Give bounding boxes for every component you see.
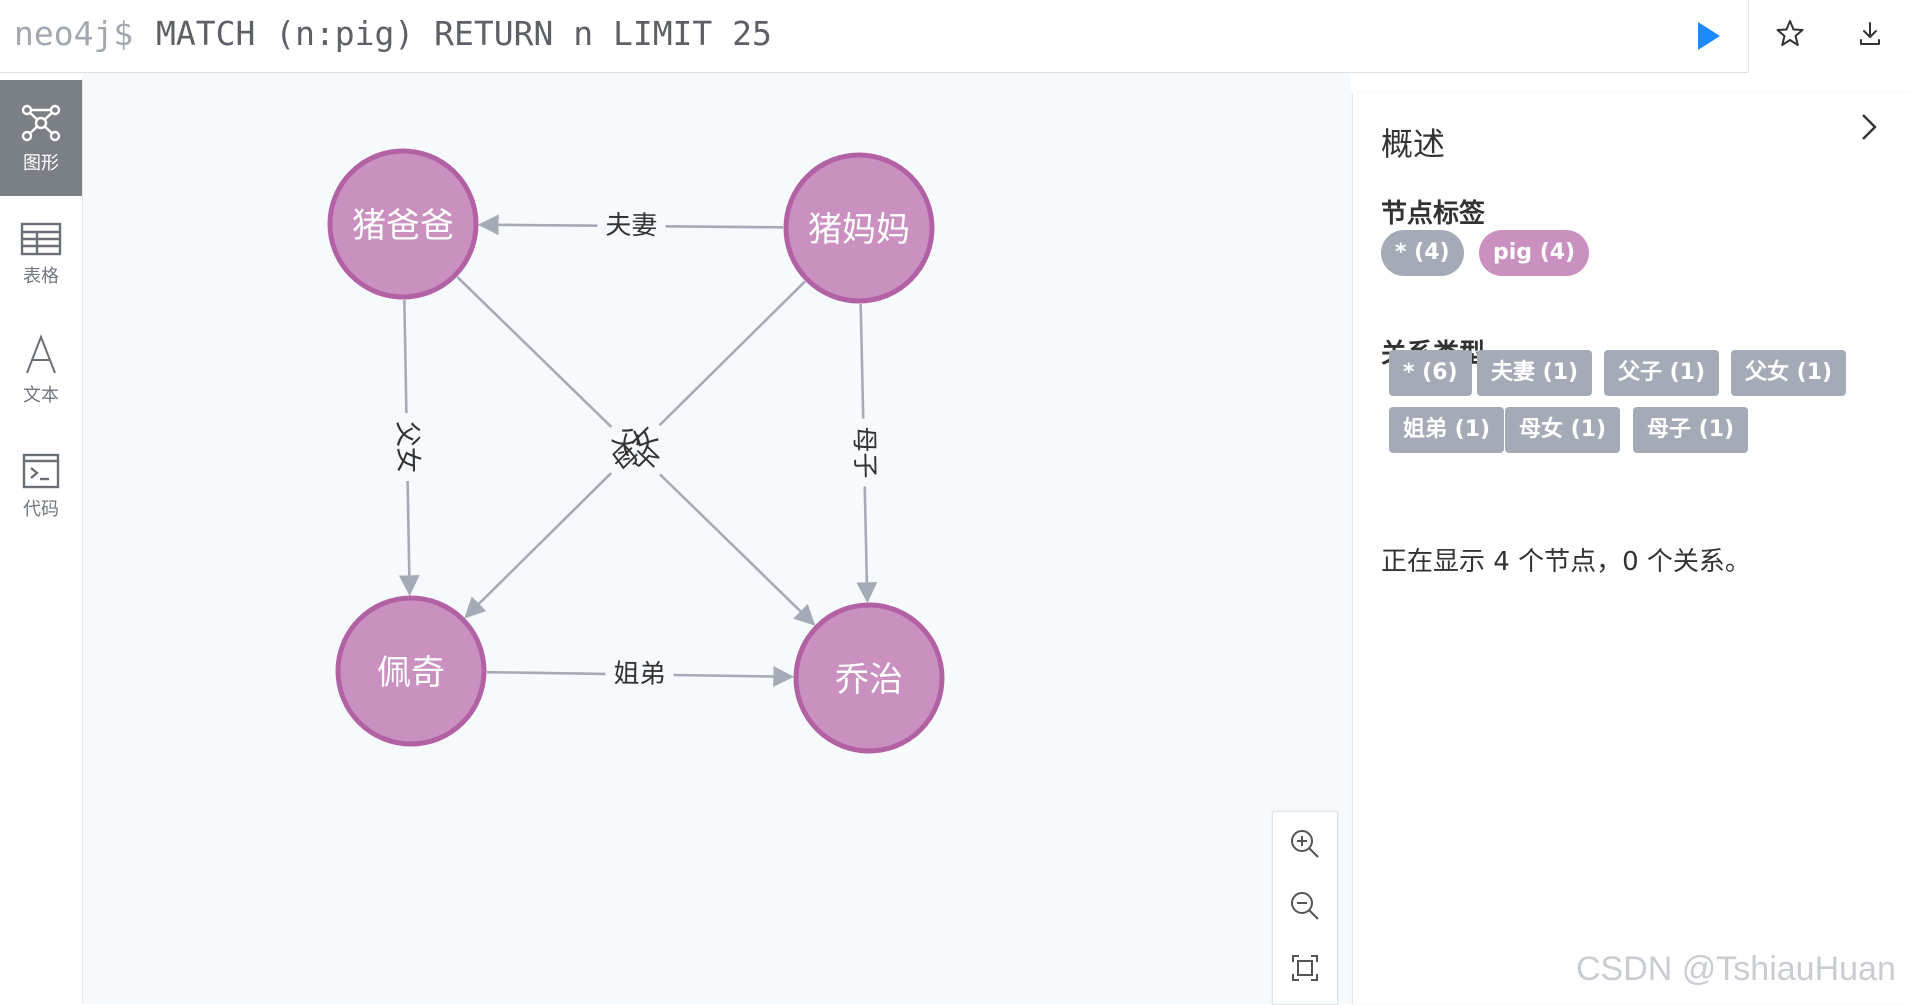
relationship-type-chip[interactable]: 母子 (1) bbox=[1633, 407, 1749, 453]
table-icon bbox=[20, 222, 62, 256]
relationship-type-chip[interactable]: 夫妻 (1) bbox=[1477, 350, 1593, 396]
relationship-label[interactable]: 母子 bbox=[848, 426, 879, 479]
graph-node[interactable] bbox=[793, 602, 945, 754]
text-icon bbox=[26, 334, 56, 374]
star-icon[interactable] bbox=[1772, 16, 1808, 52]
graph-icon bbox=[21, 104, 61, 142]
sidebar-item-label: 文本 bbox=[23, 385, 59, 406]
relationship-edge[interactable] bbox=[673, 666, 795, 687]
graph-canvas[interactable]: 夫妻父女母子姐弟父子母女 猪爸爸猪妈妈佩奇乔治 bbox=[83, 73, 1351, 1004]
download-icon[interactable] bbox=[1852, 16, 1888, 52]
relationship-type-chip[interactable]: 姐弟 (1) bbox=[1389, 407, 1505, 453]
relationship-label[interactable]: 母女 bbox=[606, 420, 664, 478]
toolbar-divider bbox=[1748, 0, 1749, 72]
query-bar: neo4j$ MATCH (n:pig) RETURN n LIMIT 25 bbox=[0, 0, 1748, 73]
relationship-edge[interactable] bbox=[659, 473, 816, 626]
relationship-type-chip[interactable]: * (6) bbox=[1389, 350, 1472, 396]
graph-node-label[interactable]: 乔治 bbox=[835, 660, 903, 700]
graph-node[interactable] bbox=[327, 148, 479, 300]
relationship-label[interactable]: 姐弟 bbox=[613, 659, 665, 690]
sidebar-item-code[interactable]: 代码 bbox=[0, 428, 82, 544]
result-status: 正在显示 4 个节点，0 个关系。 bbox=[1381, 547, 1751, 577]
graph-svg[interactable]: 夫妻父女母子姐弟父子母女 猪爸爸猪妈妈佩奇乔治 bbox=[83, 73, 1351, 1004]
zoom-out-icon[interactable] bbox=[1287, 888, 1323, 924]
relationship-edge[interactable] bbox=[464, 472, 613, 619]
overview-panel: 概述 节点标签 关系类型 正在显示 4 个节点，0 个关系。 * (4)pig … bbox=[1352, 93, 1910, 1004]
zoom-controls bbox=[1272, 811, 1338, 1005]
relationship-edge[interactable] bbox=[859, 303, 865, 419]
query-editor[interactable]: MATCH (n:pig) RETURN n LIMIT 25 bbox=[156, 14, 772, 53]
node-label-chip[interactable]: * (4) bbox=[1381, 230, 1464, 276]
relationship-edge[interactable] bbox=[665, 225, 784, 229]
relationship-edge[interactable] bbox=[398, 480, 420, 597]
fit-to-screen-icon[interactable] bbox=[1287, 950, 1323, 986]
relationship-type-chip[interactable]: 父女 (1) bbox=[1731, 350, 1847, 396]
graph-node[interactable] bbox=[783, 152, 935, 304]
relationship-edge[interactable] bbox=[403, 299, 408, 414]
relationship-edge[interactable] bbox=[658, 280, 806, 427]
sidebar-item-label: 代码 bbox=[23, 499, 59, 520]
view-sidebar: 图形 表格 文本 代码 bbox=[0, 78, 83, 1004]
sidebar-item-label: 表格 bbox=[23, 266, 59, 287]
relationship-edge[interactable] bbox=[486, 670, 606, 676]
node-label-chip[interactable]: pig (4) bbox=[1479, 230, 1590, 276]
code-icon bbox=[22, 453, 60, 489]
relationship-label[interactable]: 夫妻 bbox=[605, 211, 657, 241]
query-prompt: neo4j$ bbox=[14, 14, 134, 53]
graph-node-label[interactable]: 佩奇 bbox=[377, 653, 445, 693]
sidebar-item-graph[interactable]: 图形 bbox=[0, 80, 82, 196]
play-icon[interactable] bbox=[1690, 18, 1726, 54]
graph-node[interactable] bbox=[335, 595, 487, 747]
chevron-right-icon[interactable] bbox=[1849, 107, 1889, 147]
sidebar-item-table[interactable]: 表格 bbox=[0, 196, 82, 312]
sidebar-item-text[interactable]: 文本 bbox=[0, 312, 82, 428]
relationship-edge[interactable] bbox=[477, 214, 598, 236]
overview-title: 概述 bbox=[1381, 125, 1446, 163]
node-labels-title: 节点标签 bbox=[1381, 199, 1486, 229]
sidebar-item-label: 图形 bbox=[23, 153, 59, 174]
relationship-label[interactable]: 父女 bbox=[392, 421, 423, 474]
graph-node-label[interactable]: 猪爸爸 bbox=[352, 206, 454, 246]
graph-node-label[interactable]: 猪妈妈 bbox=[808, 210, 910, 250]
relationship-type-chip[interactable]: 母女 (1) bbox=[1505, 407, 1621, 453]
zoom-in-icon[interactable] bbox=[1287, 826, 1323, 862]
watermark: CSDN @TshiauHuan bbox=[1576, 950, 1896, 988]
relationship-edge[interactable] bbox=[456, 276, 613, 428]
relationship-type-chip[interactable]: 父子 (1) bbox=[1604, 350, 1720, 396]
relationship-edge[interactable] bbox=[856, 486, 878, 604]
